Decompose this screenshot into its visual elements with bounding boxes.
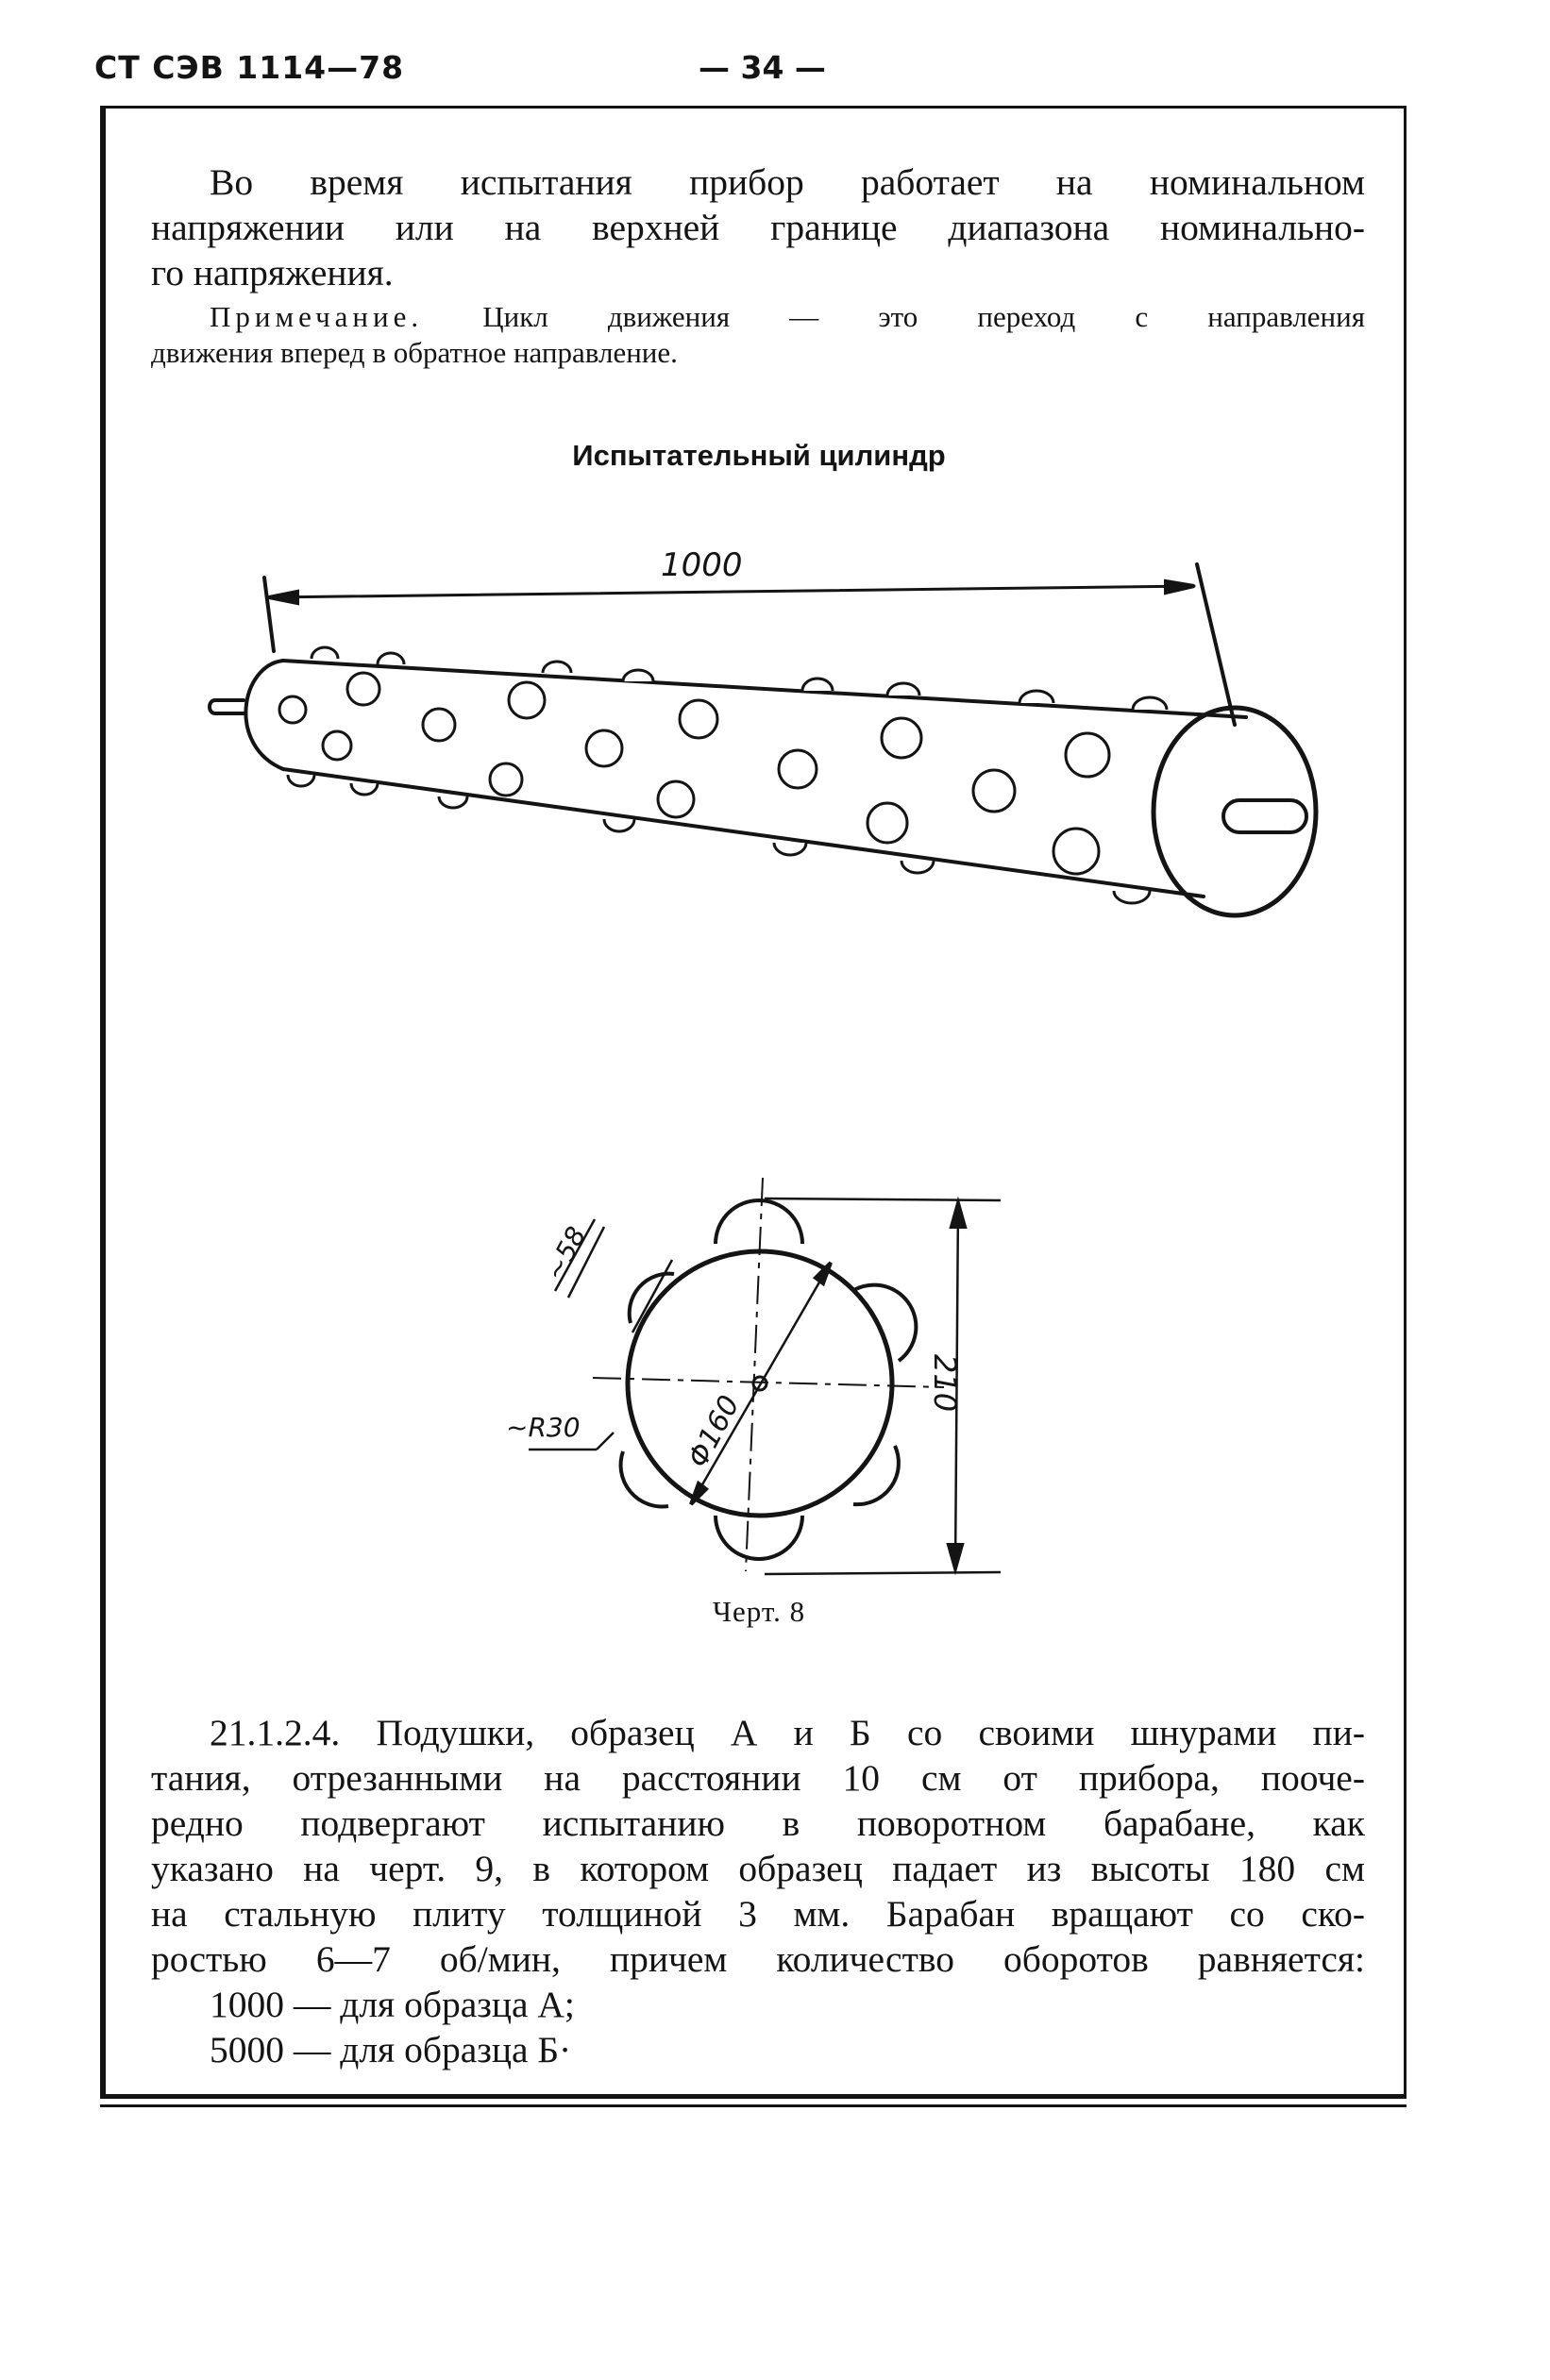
intro-line: напряжении или на верхней границе диапаз…	[151, 207, 1365, 248]
note-line: Примечание. Цикл движения — это переход …	[151, 299, 1365, 335]
dimension-overall: 210	[927, 1354, 963, 1412]
figure-caption: Черт. 8	[712, 1595, 806, 1628]
section-line: тания, отрезанными на расстоянии 10 см о…	[151, 1757, 1365, 1799]
section-line: ростью 6—7 об/мин, причем количество обо…	[151, 1938, 1365, 1980]
note-label: Примечание.	[210, 300, 424, 333]
section-line: на стальную плиту толщиной 3 мм. Барабан…	[151, 1893, 1365, 1935]
page-frame: Во время испытания прибор работает на но…	[100, 106, 1407, 2107]
cylinder-cross-section	[529, 1177, 1002, 1576]
section-line: редно подвергают испытанию в поворотном …	[151, 1802, 1365, 1844]
dimension-length: 1000	[661, 546, 743, 584]
note-line: движения вперед в обратное направление.	[151, 336, 678, 369]
intro-paragraph: Во время испытания прибор работает на но…	[151, 159, 1365, 295]
section-paragraph: 21.1.2.4. Подушки, образец А и Б со свои…	[151, 1710, 1365, 2072]
note-paragraph: Примечание. Цикл движения — это переход …	[151, 299, 1365, 371]
cylinder-pads	[278, 645, 1169, 905]
section-line: 1000 — для образца А;	[210, 1984, 575, 2025]
section-line: 21.1.2.4. Подушки, образец А и Б со свои…	[210, 1712, 1365, 1753]
standard-code: СТ СЭВ 1114—78	[94, 49, 405, 86]
figure-title: Испытательный цилиндр	[572, 439, 946, 472]
section-line: указано на черт. 9, в котором образец па…	[151, 1848, 1365, 1889]
section-line: 5000 — для образца Б·	[210, 2029, 572, 2070]
intro-line: Во время испытания прибор работает на но…	[210, 161, 1365, 203]
intro-line: го напряжения.	[151, 252, 394, 293]
cylinder-side-view	[208, 562, 1319, 918]
dimension-pad-size: ~58	[539, 1221, 593, 1285]
page-header: СТ СЭВ 1114—78 — 34 —	[94, 49, 1510, 96]
note-text: Цикл движения — это переход с направлени…	[482, 300, 1365, 333]
dimension-radius: ~R30	[506, 1412, 581, 1443]
page-number: — 34 —	[699, 49, 826, 86]
test-cylinder-drawing: 1000	[208, 546, 1319, 1576]
